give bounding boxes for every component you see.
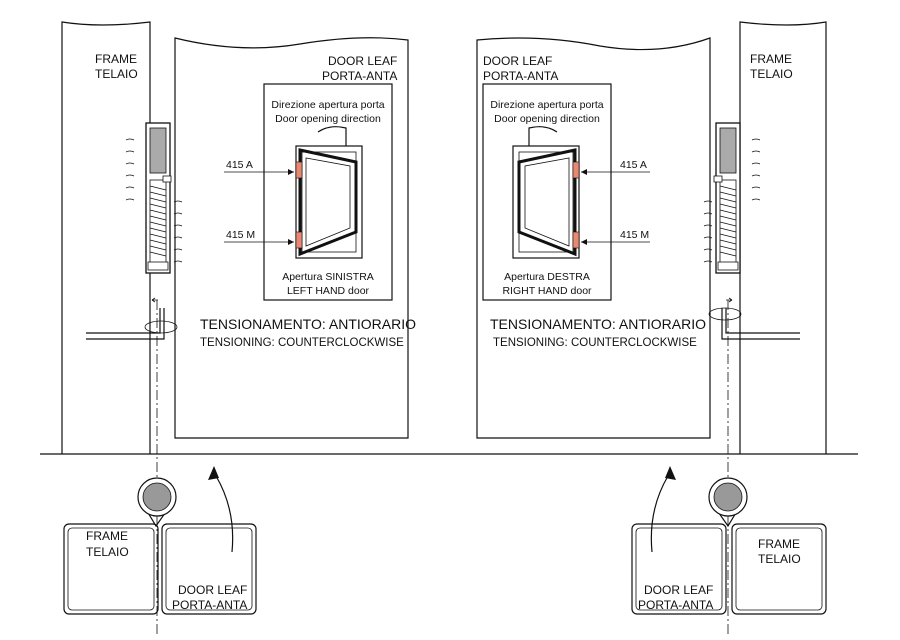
right-box-caption-1: Apertura DESTRA: [504, 271, 590, 283]
right-hinge-a-label: 415 A: [620, 159, 647, 171]
right-door-label-1: DOOR LEAF: [483, 54, 552, 68]
left-assembly: FRAME TELAIO DOOR LEAF PORTA-ANTA: [61, 21, 416, 635]
left-hinge-m-label: 415 M: [226, 229, 255, 241]
right-frame-label-2: TELAIO: [750, 67, 793, 81]
left-frame: [61, 21, 151, 454]
left-instruction-box: [263, 83, 393, 301]
left-box-caption-1: Apertura SINISTRA: [282, 271, 374, 283]
right-box-caption-2: RIGHT HAND door: [502, 285, 592, 297]
left-box-caption-2: LEFT HAND door: [287, 285, 370, 297]
right-door-leaf: [476, 37, 711, 439]
left-plan-door-1: DOOR LEAF: [178, 583, 247, 597]
right-box-title-1: Direzione apertura porta: [490, 99, 603, 111]
left-door-label-2: PORTA-ANTA: [322, 69, 397, 83]
left-tension-it: TENSIONAMENTO: ANTIORARIO: [200, 316, 416, 332]
left-plan-view: [63, 466, 257, 615]
right-tension-en: TENSIONING: COUNTERCLOCKWISE: [493, 337, 697, 349]
right-hinge-elevation: [703, 122, 800, 340]
left-door-label-1: DOOR LEAF: [328, 54, 397, 68]
left-door-icon: [295, 126, 363, 259]
right-assembly: DOOR LEAF PORTA-ANTA FRAME TELAIO Direzi…: [476, 21, 827, 635]
left-plan-frame-2: TELAIO: [86, 545, 129, 559]
right-plan-door-2: PORTA-ANTA: [638, 598, 713, 612]
left-hex-key: [86, 308, 165, 340]
left-door-leaf: [174, 37, 409, 439]
left-plan-door-2: PORTA-ANTA: [172, 598, 247, 612]
right-instruction-box: [482, 83, 612, 301]
right-frame: [739, 21, 827, 454]
left-box-title-1: Direzione apertura porta: [271, 99, 384, 111]
right-hinge-m-label: 415 M: [620, 229, 649, 241]
right-plan-view: [631, 466, 827, 615]
right-door-icon: [512, 126, 580, 259]
right-hex-key: [721, 308, 800, 340]
left-frame-label-2: TELAIO: [95, 67, 138, 81]
left-hinge-a-label: 415 A: [226, 159, 253, 171]
right-box-title-2: Door opening direction: [494, 113, 600, 125]
right-door-label-2: PORTA-ANTA: [483, 69, 558, 83]
right-opening-arrow: [650, 475, 669, 553]
left-frame-label-1: FRAME: [95, 52, 137, 66]
right-plan-frame-2: TELAIO: [758, 552, 801, 566]
left-plan-frame-1: FRAME: [86, 529, 128, 543]
right-frame-label-1: FRAME: [750, 52, 792, 66]
left-box-title-2: Door opening direction: [275, 113, 381, 125]
left-tension-en: TENSIONING: COUNTERCLOCKWISE: [200, 337, 404, 349]
right-tension-it: TENSIONAMENTO: ANTIORARIO: [490, 316, 706, 332]
right-plan-frame-1: FRAME: [758, 537, 800, 551]
left-hinge-elevation: [86, 122, 183, 340]
left-opening-arrow: [215, 475, 234, 553]
right-plan-door-1: DOOR LEAF: [644, 583, 713, 597]
